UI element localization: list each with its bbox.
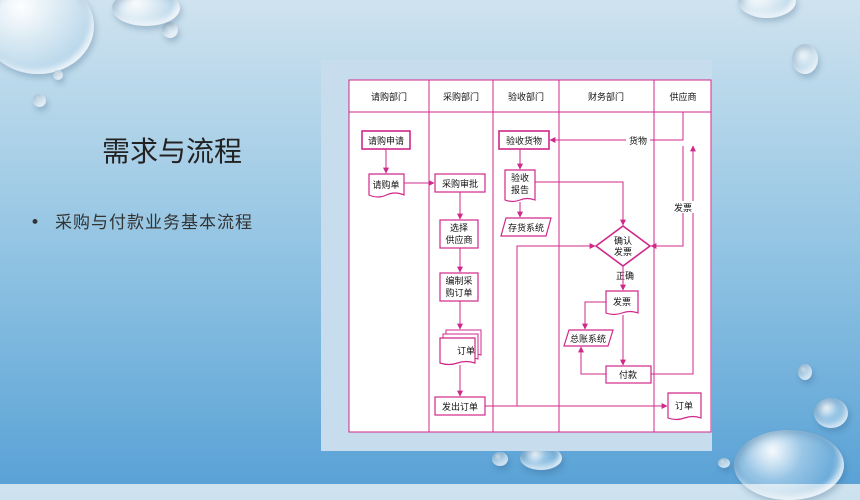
water-drop-small-1 [162,22,178,38]
node-payment-label: 付款 [619,369,637,381]
node-inspect-goods-label: 验收货物 [506,135,542,147]
node-invoice-doc [605,290,639,316]
edge-label-invoice: 发票 [674,202,692,214]
water-drop-right-small [798,364,812,380]
node-inspect-goods [498,130,550,150]
edge-label-invoice-bg [672,201,694,213]
node-order-doc [439,337,476,366]
node-supplier-order-label: 订单 [675,400,693,412]
node-send-order-label: 发出订单 [442,401,478,413]
node-confirm-invoice-label-1: 确认 [614,235,632,247]
lane-header-gongyingshang: 供应商 [669,91,696,103]
node-requisition-apply-label: 请购申请 [368,135,404,147]
edge-label-goods: 货物 [629,135,647,147]
water-drop-top-left [0,0,94,74]
node-select-supplier-label-1: 选择 [450,222,468,234]
edge-send-to-confirm [516,243,596,406]
slide-title: 需求与流程 [102,135,243,168]
node-inspection-report-label-2: 报告 [511,184,529,196]
water-drop-bottom-right [734,430,844,500]
node-select-supplier-label-2: 供应商 [445,234,472,246]
water-drop-small-2 [53,70,63,80]
edge-supplier-goods [549,112,684,143]
bullet-dot: • [30,213,42,233]
node-prepare-order-label-2: 购订单 [445,287,472,299]
node-order-doc-label: 订单 [457,345,475,357]
water-drop-bottom-3 [718,458,730,468]
lane-header-caiwu: 财务部门 [588,91,624,103]
node-prepare-order-label-1: 编制采 [445,275,472,287]
lane-header-yanshou: 验收部门 [508,91,544,103]
edge-report-to-confirm [535,181,626,226]
node-ledger-system-label: 总账系统 [570,333,606,345]
node-ledger-system [563,329,614,347]
node-prepare-order [439,272,479,302]
lane-header-qinggou: 请购部门 [371,91,407,103]
edge-invoice-to-ledger [582,301,606,330]
bullet-item: • 采购与付款业务基本流程 [30,208,253,233]
node-select-supplier [439,219,479,249]
node-requisition-form-label: 请购单 [372,179,399,191]
edge-invoice-to-confirm [650,146,684,249]
edge-label-goods-bg [626,134,650,146]
node-requisition-form [368,173,405,198]
node-inventory-system-label: 存货系统 [508,222,544,234]
node-supplier-order [667,392,702,421]
edge-payment-to-supplier [651,145,696,375]
flowchart-svg: 请购部门 采购部门 验收部门 财务部门 供应商 请购申请 请购单 采购审批 选择… [348,79,712,433]
edge-label-correct: 正确 [616,270,634,282]
water-drop-right-1 [792,44,818,74]
node-confirm-invoice-label-2: 发票 [614,246,632,258]
node-inspection-report-label-1: 验收 [511,172,529,184]
lane-header-caigou: 采购部门 [443,91,479,103]
node-inspection-report [504,169,536,203]
node-inventory-system [500,217,552,237]
water-drop-right-2 [814,398,848,428]
node-invoice-doc-label: 发票 [613,296,631,308]
water-drop-bottom-1 [492,452,508,466]
flowchart-frame: 请购部门 采购部门 验收部门 财务部门 供应商 请购申请 请购单 采购审批 选择… [321,60,712,451]
water-drop-top-right [738,0,796,18]
node-purchase-approval-label: 采购审批 [442,178,478,190]
edge-payment-to-ledger [578,346,606,375]
bullet-text: 采购与付款业务基本流程 [55,213,254,233]
water-drop-small-3 [33,94,46,107]
